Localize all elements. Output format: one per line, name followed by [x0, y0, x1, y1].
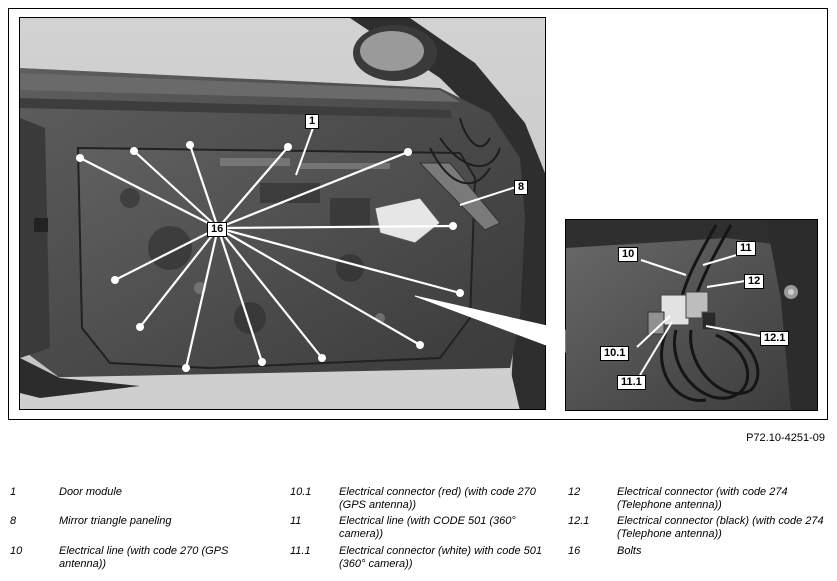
legend-number: 12.1	[568, 515, 590, 527]
callout-1: 1	[305, 114, 320, 129]
callout-11: 11	[736, 241, 756, 256]
legend: 1 Door module 8 Mirror triangle paneling…	[0, 486, 837, 581]
legend-number: 11	[290, 515, 302, 527]
legend-number: 1	[10, 486, 17, 498]
callout-12: 12	[744, 274, 765, 289]
callout-12-1: 12.1	[760, 331, 790, 346]
connector-detail-photo	[565, 219, 818, 411]
callout-8: 8	[514, 180, 529, 195]
legend-text: Mirror triangle paneling	[59, 515, 172, 527]
legend-text: Electrical line (with CODE 501 (360° cam…	[339, 515, 516, 540]
legend-text: Electrical connector (red) (with code 27…	[339, 486, 536, 511]
connector-detail-illustration	[566, 220, 817, 410]
figure-id: P72.10-4251-09	[746, 432, 825, 444]
callout-16: 16	[207, 222, 228, 237]
legend-number: 11.1	[290, 545, 311, 557]
legend-text: Bolts	[617, 545, 642, 557]
callout-10: 10	[618, 247, 639, 262]
callout-11-1: 11.1	[617, 375, 646, 390]
legend-number: 10	[10, 545, 23, 557]
legend-number: 8	[10, 515, 17, 527]
door-illustration	[20, 18, 545, 409]
legend-text: Electrical line (with code 270 (GPS ante…	[59, 545, 229, 570]
legend-text: Electrical connector (black) (with code …	[617, 515, 824, 540]
legend-number: 10.1	[290, 486, 312, 498]
legend-text: Door module	[59, 486, 122, 498]
callout-10-1: 10.1	[600, 346, 630, 361]
legend-number: 16	[568, 545, 581, 557]
legend-text: Electrical connector (white) with code 5…	[339, 545, 542, 570]
door-photo	[19, 17, 546, 410]
legend-text: Electrical connector (with code 274 (Tel…	[617, 486, 788, 511]
legend-number: 12	[568, 486, 581, 498]
